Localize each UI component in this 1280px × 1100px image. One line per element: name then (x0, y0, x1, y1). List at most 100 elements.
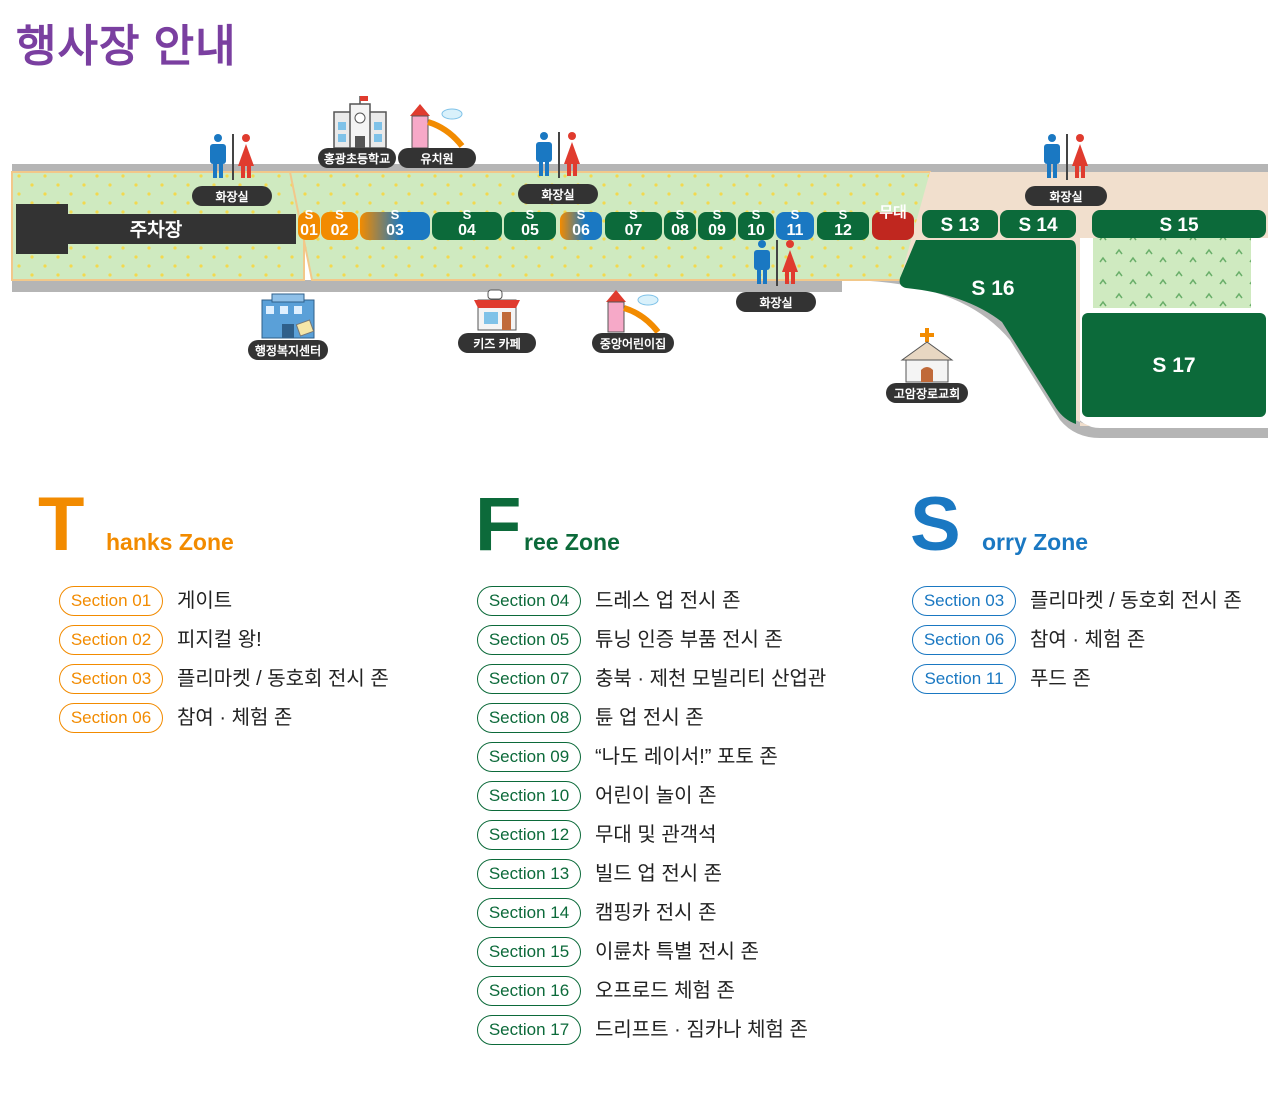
section-marker-05[interactable]: S05 (504, 207, 556, 240)
section-description: 어린이 놀이 존 (595, 785, 717, 807)
restroom-label: 화장실 (759, 295, 792, 310)
section-prefix: S (839, 207, 848, 222)
section-badge[interactable]: Section 11 (912, 664, 1016, 694)
section-marker-07[interactable]: S07 (605, 207, 662, 240)
restroom-4[interactable]: 화장실 (1025, 134, 1107, 206)
section-prefix: S (752, 207, 761, 222)
section-badge[interactable]: Section 03 (59, 664, 163, 694)
section-number: 04 (458, 222, 476, 239)
section-prefix: S (629, 207, 638, 222)
section-description: “나도 레이서!” 포토 존 (595, 746, 778, 768)
section-badge[interactable]: Section 08 (477, 703, 581, 733)
restroom-3[interactable]: 화장실 (736, 240, 816, 312)
restroom-label: 화장실 (541, 187, 574, 202)
zone-initial: T (38, 482, 85, 567)
stage-block[interactable]: 무대 (872, 204, 914, 240)
parking-lot: 주차장 (16, 204, 296, 254)
section-badge[interactable]: Section 14 (477, 898, 581, 928)
section-s13[interactable]: S 13 (922, 210, 998, 238)
section-badge[interactable]: Section 13 (477, 859, 581, 889)
section-s15[interactable]: S 15 (1092, 210, 1266, 238)
section-prefix: S (713, 207, 722, 222)
section-number: 06 (572, 222, 590, 239)
restroom-2[interactable]: 화장실 (518, 132, 598, 204)
section-marker-08[interactable]: S08 (664, 207, 696, 240)
section-marker-11[interactable]: S11 (776, 207, 814, 240)
school-landmark[interactable]: 홍광초등학교 (318, 96, 396, 168)
section-badge[interactable]: Section 06 (59, 703, 163, 733)
kindergarten-landmark[interactable]: 유치원 (398, 104, 476, 168)
section-prefix: S (791, 207, 800, 222)
section-prefix: S (391, 207, 400, 222)
daycare-landmark[interactable]: 중앙어린이집 (592, 290, 674, 353)
section-badge[interactable]: Section 12 (477, 820, 581, 850)
section-description: 드레스 업 전시 존 (595, 590, 741, 612)
section-description: 피지컬 왕! (177, 629, 262, 651)
zone-title: ree Zone (524, 529, 620, 555)
section-s14[interactable]: S 14 (1000, 210, 1076, 238)
section-description: 참여 · 체험 존 (177, 707, 293, 729)
zone-title: orry Zone (982, 529, 1089, 555)
section-marker-02[interactable]: S02 (321, 207, 358, 240)
kids-cafe-label: 키즈 카페 (473, 336, 521, 351)
restroom-1[interactable]: 화장실 (192, 134, 272, 206)
stage-label: 무대 (879, 204, 907, 221)
cafe-icon (474, 289, 520, 331)
section-marker-10[interactable]: S10 (738, 207, 774, 240)
church-label: 고암장로교회 (894, 386, 960, 401)
section-badge[interactable]: Section 07 (477, 664, 581, 694)
section-badge[interactable]: Section 10 (477, 781, 581, 811)
welfare-center-label: 행정복지센터 (255, 343, 321, 358)
section-number: 10 (747, 222, 765, 239)
section-number: 08 (671, 222, 689, 239)
section-description: 드리프트 · 짐카나 체험 존 (595, 1019, 808, 1041)
section-number: 05 (521, 222, 539, 239)
section-badge[interactable]: Section 05 (477, 625, 581, 655)
section-badge[interactable]: Section 04 (477, 586, 581, 616)
section-number: 09 (708, 222, 726, 239)
section-s16[interactable]: S 16 (899, 240, 1076, 424)
building-icon (261, 293, 315, 339)
section-number: 11 (787, 222, 804, 239)
welfare-center-landmark[interactable]: 행정복지센터 (248, 293, 328, 360)
section-description: 푸드 존 (1030, 668, 1091, 690)
section-marker-09[interactable]: S09 (698, 207, 736, 240)
section-marker-03[interactable]: S03 (360, 207, 430, 240)
zone-initial: F (475, 482, 522, 567)
section-badge[interactable]: Section 06 (912, 625, 1016, 655)
svg-text:S 13: S 13 (940, 215, 979, 236)
section-description: 참여 · 체험 존 (1030, 629, 1146, 651)
playground-icon (410, 104, 465, 149)
kids-cafe-landmark[interactable]: 키즈 카페 (458, 289, 536, 353)
section-description: 이륜차 특별 전시 존 (595, 941, 759, 963)
section-badge[interactable]: Section 01 (59, 586, 163, 616)
section-description: 오프로드 체험 존 (595, 980, 735, 1002)
svg-text:S 17: S 17 (1152, 354, 1195, 377)
section-badge[interactable]: Section 16 (477, 976, 581, 1006)
svg-text:S 15: S 15 (1159, 215, 1199, 236)
playground-icon (606, 290, 661, 334)
section-marker-06[interactable]: S06 (560, 207, 602, 240)
section-marker-12[interactable]: S12 (817, 207, 869, 240)
section-description: 무대 및 관객석 (595, 824, 717, 846)
section-s17[interactable]: S 17 (1082, 313, 1266, 417)
section-description: 튜닝 인증 부품 전시 존 (595, 629, 783, 651)
section-badge[interactable]: Section 03 (912, 586, 1016, 616)
svg-text:S 14: S 14 (1018, 215, 1058, 236)
section-prefix: S (577, 207, 586, 222)
section-prefix: S (463, 207, 472, 222)
school-label: 홍광초등학교 (324, 151, 390, 166)
section-badge[interactable]: Section 15 (477, 937, 581, 967)
section-prefix: S (676, 207, 685, 222)
page-title: 행사장 안내 (16, 22, 237, 71)
zone-initial: S (910, 482, 961, 567)
section-description: 플리마켓 / 동호회 전시 존 (177, 668, 389, 690)
church-landmark[interactable]: 고암장로교회 (886, 328, 968, 403)
section-marker-04[interactable]: S04 (432, 207, 502, 240)
section-description: 빌드 업 전시 존 (595, 863, 723, 885)
section-badge[interactable]: Section 02 (59, 625, 163, 655)
restroom-label: 화장실 (215, 189, 248, 204)
section-badge[interactable]: Section 17 (477, 1015, 581, 1045)
section-marker-01[interactable]: S01 (298, 207, 320, 240)
section-badge[interactable]: Section 09 (477, 742, 581, 772)
